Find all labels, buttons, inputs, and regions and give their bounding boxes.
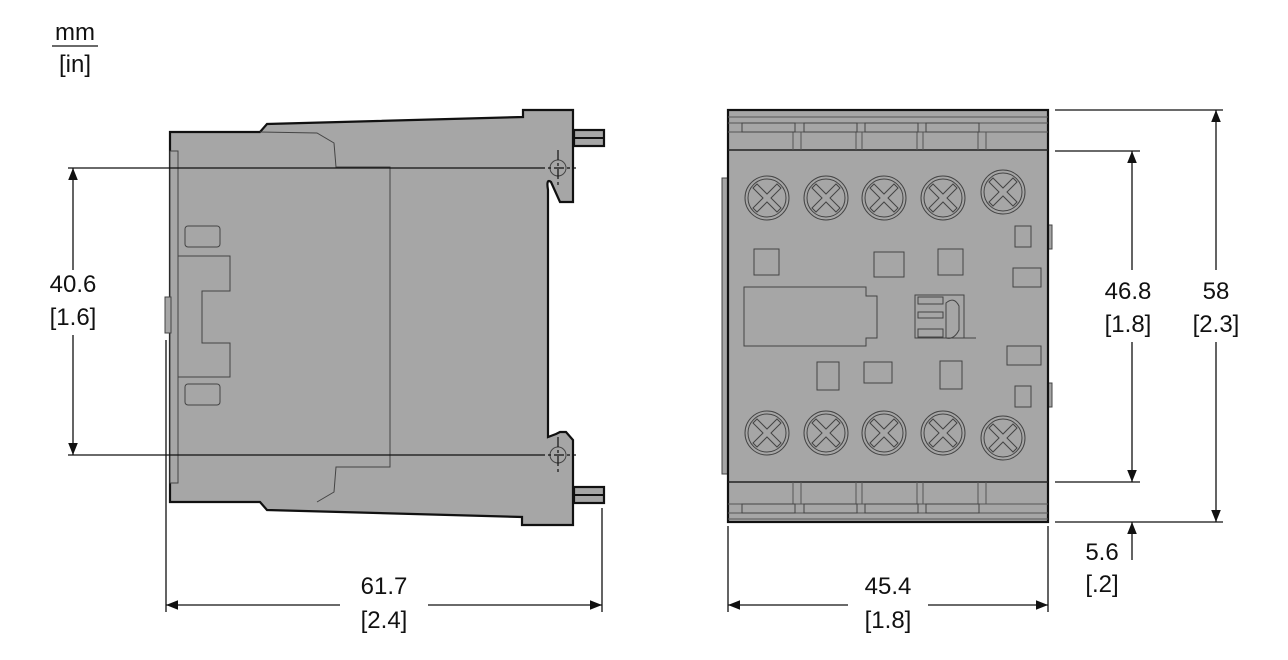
- side-window-top: [184, 225, 221, 248]
- total-height-mm: 58: [1203, 278, 1230, 305]
- offset-in: [.2]: [1085, 571, 1118, 598]
- terminal-screw-icon: [803, 175, 849, 221]
- units-legend: mm [in]: [52, 19, 98, 78]
- terminal-screw-icon: [920, 175, 966, 221]
- front-width-in: [1.8]: [865, 607, 912, 634]
- side-height-dimension: 40.6 [1.6]: [50, 167, 576, 456]
- terminal-screw-icon: [861, 175, 907, 221]
- front-view: [721, 108, 1053, 524]
- front-width-dimension: 45.4 [1.8]: [727, 526, 1049, 634]
- terminal-screw-icon: [744, 175, 790, 221]
- unit-mm: mm: [55, 19, 95, 46]
- side-height-mm: 40.6: [50, 271, 97, 298]
- side-height-in: [1.6]: [50, 304, 97, 331]
- front-width-mm: 45.4: [865, 573, 912, 600]
- side-depth-dimension: 61.7 [2.4]: [165, 340, 603, 634]
- unit-in: [in]: [59, 51, 91, 78]
- inner-height-in: [1.8]: [1105, 311, 1152, 338]
- side-depth-in: [2.4]: [361, 607, 408, 634]
- side-clip: [164, 296, 172, 334]
- side-window-bottom: [184, 383, 221, 406]
- terminal-screw-icon: [861, 410, 907, 456]
- terminal-screw-icon: [980, 415, 1026, 461]
- total-height-in: [2.3]: [1193, 311, 1240, 338]
- side-housing: [168, 108, 575, 527]
- terminal-screw-icon: [744, 410, 790, 456]
- terminal-screw-icon: [803, 410, 849, 456]
- front-height-dimensions: 46.8 [1.8] 58 [2.3] 5.6 [.2]: [1055, 109, 1240, 598]
- terminal-screw-icon: [920, 410, 966, 456]
- inner-height-mm: 46.8: [1105, 278, 1152, 305]
- side-depth-mm: 61.7: [361, 573, 408, 600]
- side-view: [164, 108, 606, 527]
- offset-mm: 5.6: [1085, 539, 1118, 566]
- terminal-screw-icon: [980, 169, 1026, 215]
